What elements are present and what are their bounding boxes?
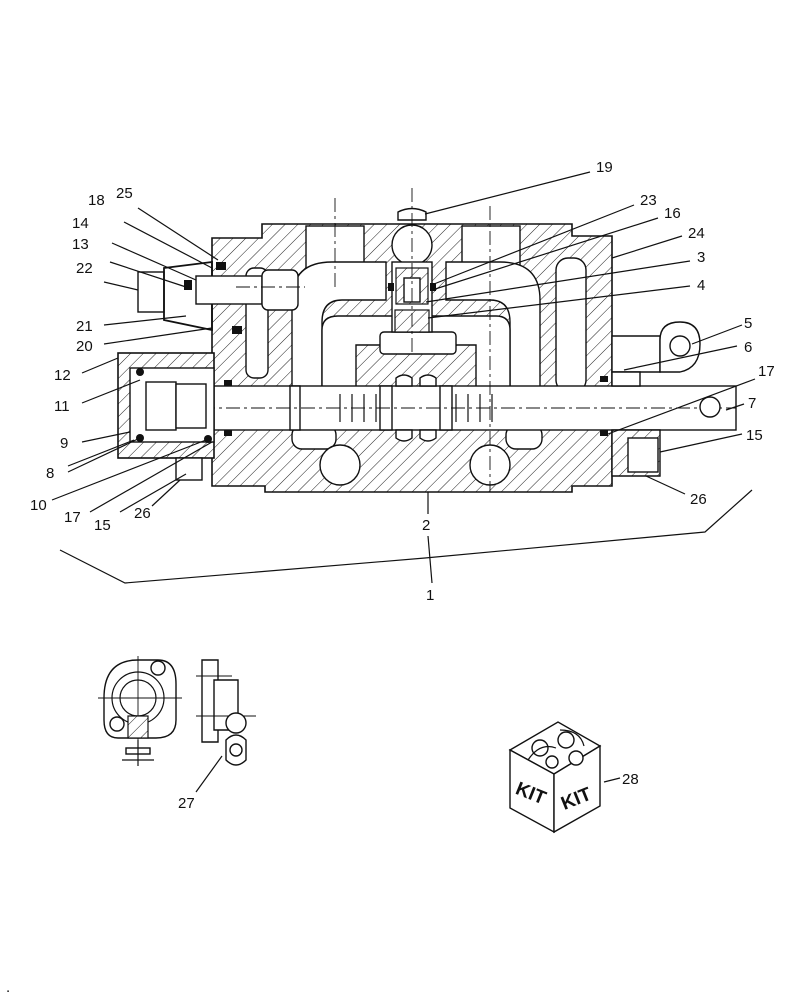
callout-25: 25 [116,185,133,202]
callout-1: 1 [426,587,434,604]
callout-17-left: 17 [64,509,81,526]
callout-18: 18 [88,192,105,209]
callout-27: 27 [178,795,195,812]
callout-12: 12 [54,367,71,384]
callout-4: 4 [697,277,705,294]
callout-22: 22 [76,260,93,277]
callout-16: 16 [664,205,681,222]
callout-labels: 19 23 16 24 3 4 5 6 17 7 15 26 2 1 25 18… [6,159,775,996]
callout-21: 21 [76,318,93,335]
assembly-bracket [59,489,753,584]
callout-19: 19 [596,159,613,176]
callout-9: 9 [60,435,68,452]
callout-28: 28 [622,771,639,788]
kit-box: KIT KIT [508,721,602,834]
left-end-cap [117,352,232,481]
callout-11: 11 [54,398,70,415]
callout-20: 20 [76,338,93,355]
callout-15-left: 15 [94,517,111,534]
callout-5: 5 [744,315,752,332]
callout-14: 14 [72,215,89,232]
callout-26-right: 26 [690,491,707,508]
bracket-detail-27 [98,656,256,766]
callout-10: 10 [30,497,47,514]
callout-6: 6 [744,339,752,356]
spool [175,374,737,442]
callout-24: 24 [688,225,705,242]
callout-17-right: 17 [758,363,775,380]
left-fitting [137,260,299,334]
callout-3: 3 [697,249,705,266]
callout-15-right: 15 [746,427,763,444]
callout-26-left: 26 [134,505,151,522]
callout-2: 2 [422,517,430,534]
callout-23: 23 [640,192,657,209]
leader-lines [51,171,756,793]
footer-mark: . [6,979,10,996]
center-lines [236,188,491,492]
callout-13: 13 [72,236,89,253]
callout-8: 8 [46,465,54,482]
callout-7: 7 [748,395,756,412]
right-clevis [600,321,701,477]
